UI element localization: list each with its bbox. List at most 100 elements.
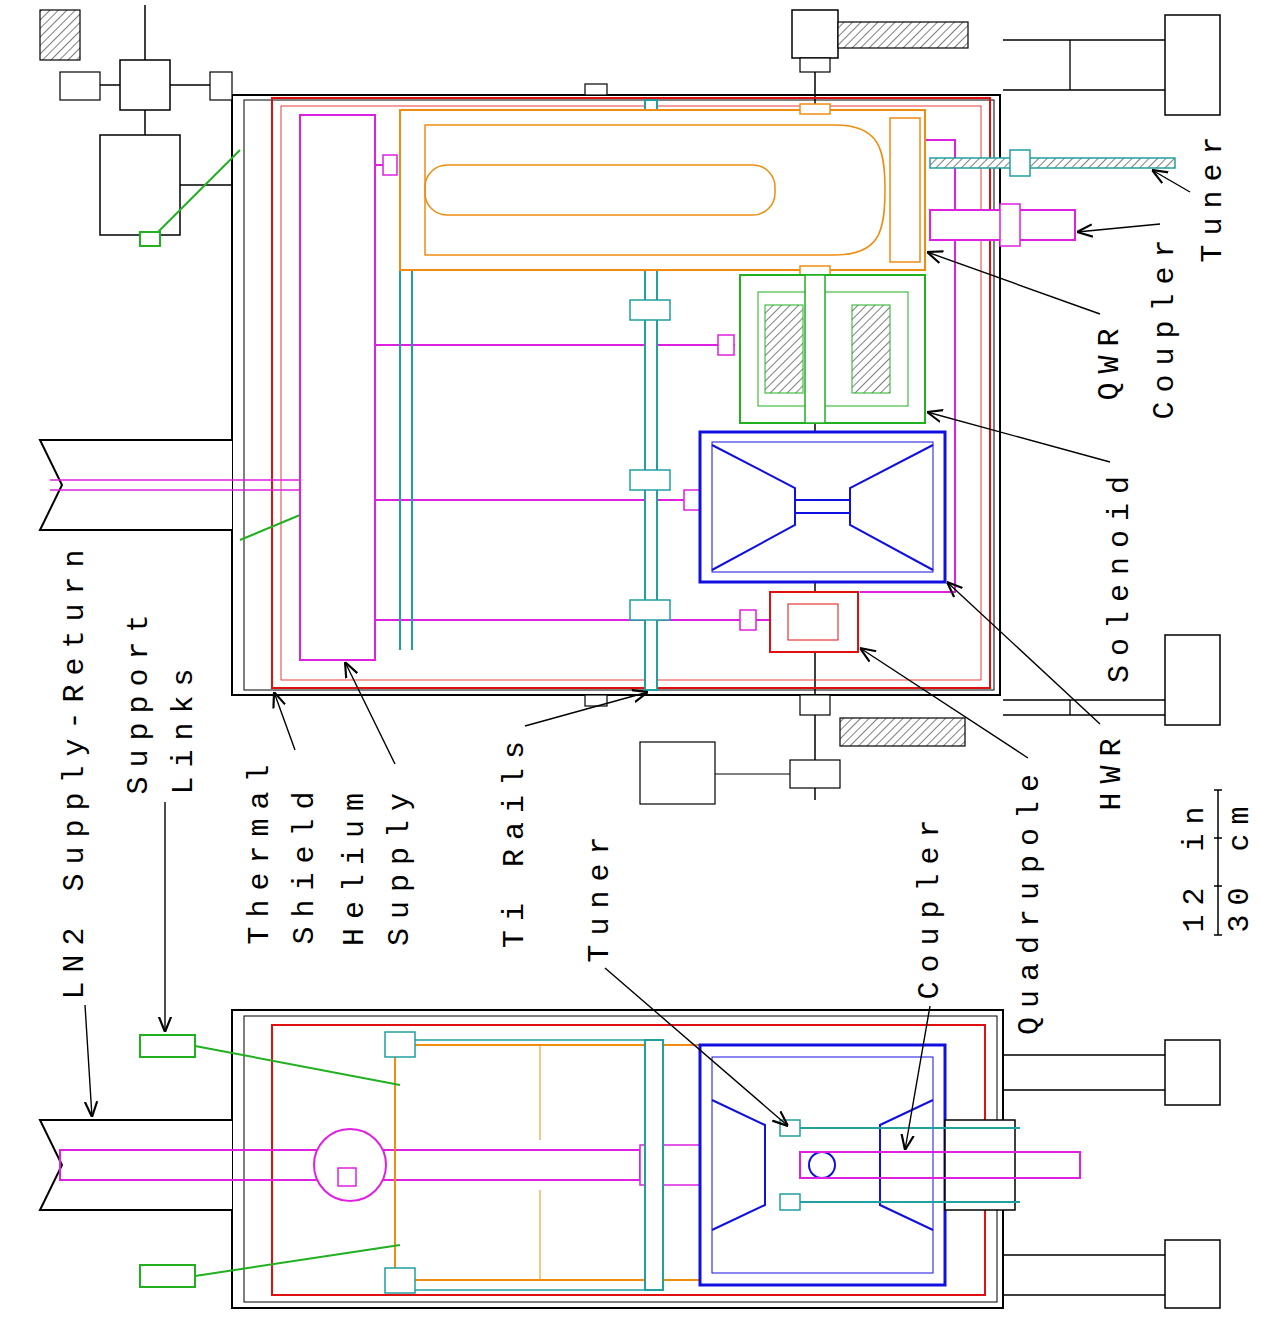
leader-line [860, 648, 1028, 758]
leader-line [274, 692, 295, 750]
side-view [765, 305, 803, 393]
part-label: Coupler [912, 810, 948, 999]
end-view [385, 1032, 415, 1057]
leader-line [345, 662, 395, 764]
leader-line [85, 170, 1190, 1150]
end-view [800, 1152, 1080, 1178]
side-view [1010, 150, 1030, 176]
end-view [232, 1010, 1003, 1308]
part-label: QWR [1092, 319, 1128, 400]
side-view [718, 335, 734, 355]
side-view [640, 742, 715, 804]
leader-line [164, 802, 165, 1032]
end-view [272, 1025, 985, 1295]
leader-line [85, 1005, 92, 1117]
scale-bar [1214, 790, 1222, 935]
end-view [140, 1265, 195, 1287]
end-view [40, 1010, 1220, 1308]
end-view [780, 1194, 800, 1210]
side-view [244, 100, 994, 690]
end-view [40, 1120, 232, 1210]
part-label: Coupler [1147, 230, 1183, 419]
side-view [715, 773, 790, 774]
side-view [630, 470, 670, 490]
side-view [281, 106, 981, 680]
side-view [232, 95, 1000, 695]
side-view [840, 718, 965, 746]
leader-line [605, 968, 788, 1126]
side-view [790, 760, 840, 788]
side-view [1165, 635, 1220, 725]
scale-label: 12 in [1177, 797, 1213, 932]
scale-label: 30 cm [1222, 797, 1258, 932]
end-view [1165, 1040, 1220, 1105]
side-view [272, 98, 990, 688]
part-label: Support Links [117, 605, 207, 794]
leader-line [947, 582, 1100, 724]
side-view [740, 275, 925, 423]
side-view [150, 150, 240, 240]
end-view [945, 1120, 1015, 1210]
side-view [60, 72, 100, 100]
end-view [809, 1152, 835, 1178]
side-view [140, 232, 160, 246]
leader-line [525, 692, 648, 726]
side-view [805, 275, 825, 423]
end-view [314, 1129, 386, 1201]
part-label: Tuner [1195, 127, 1231, 262]
leader-line [1077, 224, 1160, 232]
end-view [712, 1100, 933, 1230]
part-label: LN2 Supply-Return [57, 540, 93, 999]
side-view [425, 165, 775, 215]
leader-line [927, 252, 1100, 314]
side-view [890, 118, 920, 262]
end-view [140, 1035, 195, 1057]
side-view [712, 445, 933, 570]
end-view [195, 1046, 400, 1276]
side-view [630, 300, 670, 320]
side-view [800, 58, 830, 72]
side-view [1003, 40, 1165, 715]
part-label: Quadrupole [1012, 765, 1048, 1035]
side-view [712, 442, 933, 572]
part-label: HWR [1094, 729, 1130, 810]
end-view [385, 1268, 415, 1293]
end-view [1165, 1240, 1220, 1308]
side-view [120, 60, 170, 110]
leader-line [905, 1006, 930, 1150]
side-view [700, 432, 945, 582]
leader-line [927, 412, 1110, 462]
end-view [244, 1016, 997, 1302]
side-view [400, 110, 925, 270]
side-view [240, 515, 300, 540]
part-label: Thermal Shield [238, 755, 328, 944]
scale-bar [1214, 790, 1222, 935]
side-view [630, 600, 670, 620]
side-view [792, 10, 838, 58]
side-view [788, 604, 838, 640]
part-label: Solenoid [1102, 467, 1138, 683]
side-view [1000, 204, 1020, 246]
end-view [645, 1040, 663, 1290]
leader-line [1152, 170, 1190, 192]
end-view [790, 1128, 1020, 1202]
side-view [930, 158, 1175, 168]
side-view [838, 22, 968, 48]
end-view [338, 1168, 356, 1186]
side-view [40, 5, 1220, 804]
side-view [100, 5, 232, 185]
side-view [740, 610, 756, 630]
side-view [758, 292, 908, 406]
end-view [400, 1040, 645, 1290]
side-view [40, 440, 232, 530]
part-label: Tuner [582, 827, 618, 962]
side-view [852, 305, 890, 393]
side-view [425, 125, 885, 255]
side-view [800, 695, 830, 715]
side-view [383, 155, 397, 175]
end-view [540, 1045, 541, 1280]
side-view [800, 104, 830, 114]
side-view [40, 10, 80, 60]
side-view [585, 84, 607, 95]
